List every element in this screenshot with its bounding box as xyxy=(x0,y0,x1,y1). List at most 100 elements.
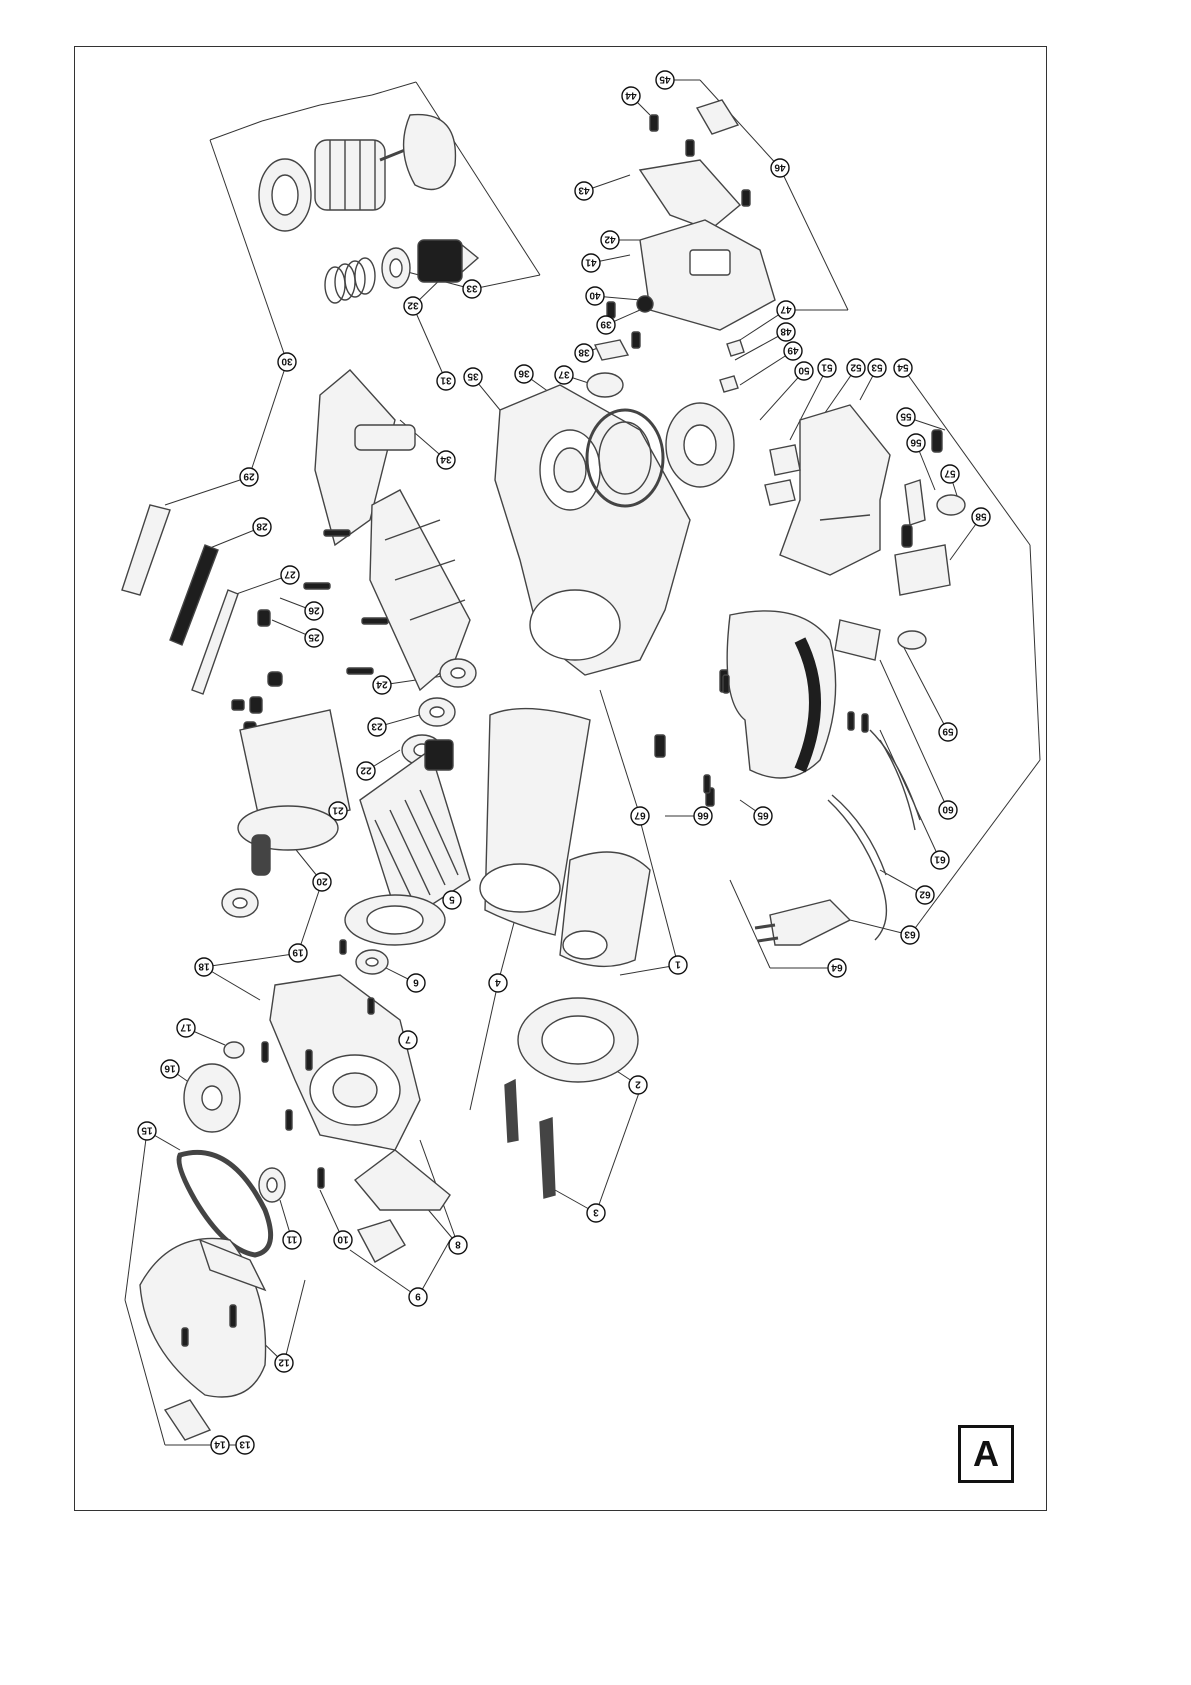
switch-module xyxy=(765,445,800,505)
callout-42: 42 xyxy=(601,231,619,249)
callout-number: 49 xyxy=(787,345,799,356)
chuck-body xyxy=(315,140,405,210)
callout-31: 31 xyxy=(437,372,455,390)
leader-line xyxy=(1030,545,1040,760)
callout-number: 35 xyxy=(467,371,479,382)
callout-54: 54 xyxy=(894,359,912,377)
callout-number: 5 xyxy=(449,894,455,905)
callout-49: 49 xyxy=(784,342,802,360)
callout-43: 43 xyxy=(575,182,593,200)
leader-line xyxy=(284,1280,305,1363)
callout-number: 50 xyxy=(798,365,810,376)
callout-65: 65 xyxy=(754,807,772,825)
callout-number: 48 xyxy=(780,326,792,337)
callout-50: 50 xyxy=(795,362,813,380)
callout-14: 14 xyxy=(211,1436,229,1454)
callout-number: 20 xyxy=(316,876,328,887)
callout-number: 45 xyxy=(659,74,671,85)
callout-30: 30 xyxy=(278,353,296,371)
callout-3: 3 xyxy=(587,1204,605,1222)
callout-number: 13 xyxy=(239,1439,251,1450)
callout-number: 41 xyxy=(585,257,597,268)
spindle-gear xyxy=(418,240,478,282)
callout-number: 64 xyxy=(831,962,843,973)
callout-number: 57 xyxy=(944,468,956,479)
callout-number: 43 xyxy=(578,185,590,196)
callout-number: 59 xyxy=(942,726,954,737)
label-plate xyxy=(165,1400,210,1440)
callout-60: 60 xyxy=(939,801,957,819)
callout-15: 15 xyxy=(138,1122,156,1140)
callout-number: 17 xyxy=(180,1022,192,1033)
callout-63: 63 xyxy=(901,926,919,944)
leader-line xyxy=(900,640,948,732)
callout-number: 21 xyxy=(332,805,344,816)
callout-number: 47 xyxy=(780,304,792,315)
callout-number: 12 xyxy=(278,1357,290,1368)
callout-number: 52 xyxy=(850,362,862,373)
callout-7: 7 xyxy=(399,1031,417,1049)
motor-housing xyxy=(495,385,690,675)
leader-line xyxy=(204,953,300,967)
callout-32: 32 xyxy=(404,297,422,315)
long-bolts xyxy=(505,1080,555,1198)
callout-10: 10 xyxy=(334,1231,352,1249)
callout-number: 24 xyxy=(376,679,388,690)
callout-56: 56 xyxy=(907,434,925,452)
brush-holder-small xyxy=(655,670,730,806)
callout-number: 58 xyxy=(975,511,987,522)
callout-28: 28 xyxy=(253,518,271,536)
leader-line xyxy=(262,105,320,121)
callout-67: 67 xyxy=(631,807,649,825)
callout-number: 36 xyxy=(518,368,530,379)
motor-cap xyxy=(560,852,650,966)
callout-33: 33 xyxy=(463,280,481,298)
end-flange xyxy=(518,998,638,1082)
callout-20: 20 xyxy=(313,873,331,891)
leader-line xyxy=(413,306,446,381)
chuck-cap xyxy=(404,115,456,190)
callout-number: 1 xyxy=(675,959,681,970)
callout-number: 33 xyxy=(466,283,478,294)
callout-29: 29 xyxy=(240,468,258,486)
callout-35: 35 xyxy=(464,368,482,386)
leader-line xyxy=(600,690,640,816)
callout-number: 63 xyxy=(904,929,916,940)
leader-line xyxy=(125,1131,147,1300)
callout-26: 26 xyxy=(305,602,323,620)
callout-number: 26 xyxy=(308,605,320,616)
callout-number: 56 xyxy=(910,437,922,448)
callout-9: 9 xyxy=(409,1288,427,1306)
callout-number: 25 xyxy=(308,632,320,643)
callout-16: 16 xyxy=(161,1060,179,1078)
callout-36: 36 xyxy=(515,365,533,383)
callout-38: 38 xyxy=(575,344,593,362)
callout-number: 16 xyxy=(164,1063,176,1074)
callout-6: 6 xyxy=(407,974,425,992)
figure-letter: A xyxy=(973,1433,999,1475)
callout-number: 54 xyxy=(897,362,909,373)
callout-22: 22 xyxy=(357,762,375,780)
leader-line xyxy=(372,82,416,95)
leader-line xyxy=(249,362,287,477)
callout-number: 53 xyxy=(871,362,883,373)
callout-number: 44 xyxy=(625,90,637,101)
info-label xyxy=(697,100,738,134)
callout-11: 11 xyxy=(283,1231,301,1249)
callout-64: 64 xyxy=(828,959,846,977)
callout-number: 51 xyxy=(821,362,833,373)
leader-line xyxy=(760,371,804,420)
leader-line xyxy=(210,121,262,140)
belt-cover xyxy=(140,1238,266,1397)
callout-number: 19 xyxy=(292,947,304,958)
callout-58: 58 xyxy=(972,508,990,526)
callout-number: 22 xyxy=(360,765,372,776)
callout-number: 32 xyxy=(407,300,419,311)
switch-block xyxy=(895,545,950,595)
callout-53: 53 xyxy=(868,359,886,377)
callout-23: 23 xyxy=(368,718,386,736)
chuck-flange xyxy=(259,159,311,231)
callout-17: 17 xyxy=(177,1019,195,1037)
callout-number: 7 xyxy=(405,1034,411,1045)
callout-number: 42 xyxy=(604,234,616,245)
